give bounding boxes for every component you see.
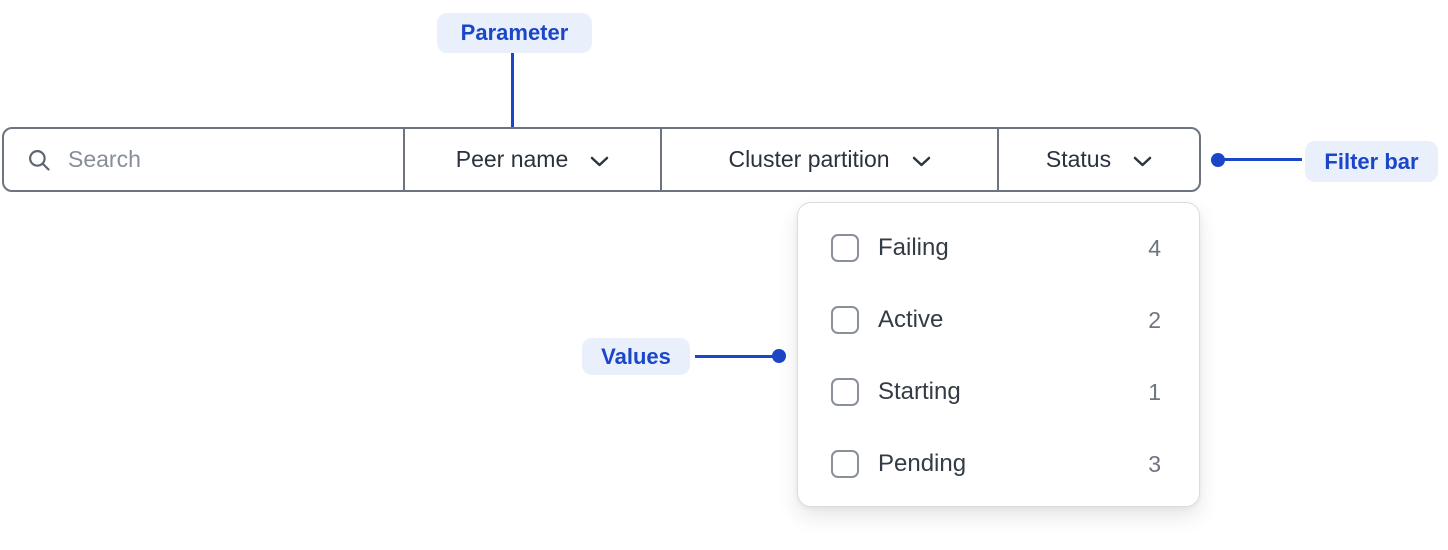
filter-bar-connector-dot: [1211, 153, 1225, 167]
status-option-label: Pending: [878, 450, 967, 477]
status-option-label: Starting: [878, 378, 961, 405]
search-field[interactable]: [4, 129, 403, 190]
status-option-label: Failing: [878, 234, 949, 261]
checkbox[interactable]: [831, 306, 859, 334]
filter-param-status[interactable]: Status: [997, 129, 1199, 190]
filter-bar-connector-line: [1220, 158, 1302, 161]
checkbox[interactable]: [831, 378, 859, 406]
status-option-count: 1: [1148, 378, 1161, 405]
values-annotation-label: Values: [601, 343, 671, 369]
status-option-count: 4: [1148, 234, 1161, 261]
values-connector-line: [695, 355, 775, 358]
chevron-down-icon: [912, 156, 931, 167]
checkbox[interactable]: [831, 234, 859, 262]
status-option-count: 3: [1148, 450, 1161, 477]
filter-bar-annotation-badge: Filter bar: [1305, 141, 1438, 182]
parameter-annotation-badge: Parameter: [437, 13, 592, 53]
status-option-row[interactable]: Starting 1: [798, 356, 1199, 428]
search-input[interactable]: [68, 146, 403, 173]
values-annotation-badge: Values: [582, 338, 690, 375]
status-option-count: 2: [1148, 306, 1161, 333]
status-dropdown-panel: Failing 4 Active 2 Starting 1 Pending 3: [797, 202, 1200, 507]
filter-param-cluster-partition-label: Cluster partition: [728, 146, 890, 172]
status-option-row[interactable]: Pending 3: [798, 428, 1199, 500]
values-connector-dot: [772, 349, 786, 363]
checkbox[interactable]: [831, 450, 859, 478]
filter-param-peer-name[interactable]: Peer name: [403, 129, 660, 190]
chevron-down-icon: [1133, 156, 1152, 167]
filter-bar: Peer name Cluster partition Status: [2, 127, 1201, 192]
chevron-down-icon: [590, 156, 609, 167]
filter-param-status-label: Status: [1045, 146, 1112, 172]
parameter-connector-line: [511, 53, 514, 138]
filter-bar-annotation-label: Filter bar: [1324, 148, 1419, 174]
parameter-annotation-label: Parameter: [460, 20, 569, 45]
status-option-label: Active: [878, 306, 944, 333]
status-option-row[interactable]: Failing 4: [798, 212, 1199, 284]
status-option-row[interactable]: Active 2: [798, 284, 1199, 356]
filter-param-cluster-partition[interactable]: Cluster partition: [660, 129, 997, 190]
search-icon: [29, 149, 50, 171]
filter-param-peer-name-label: Peer name: [455, 146, 569, 172]
